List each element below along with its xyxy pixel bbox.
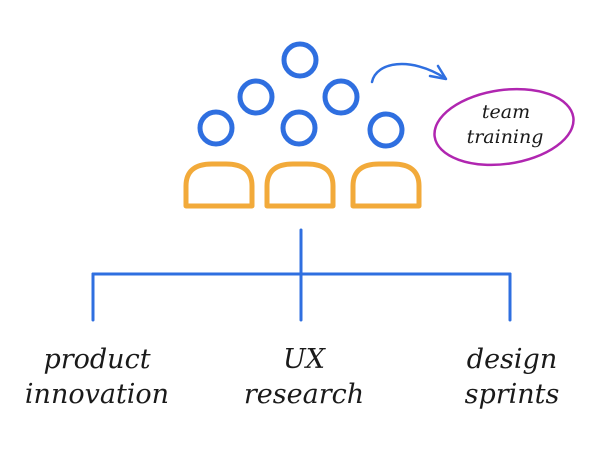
team-training-callout: team training	[433, 87, 575, 167]
callout-text-line2: training	[467, 126, 544, 148]
arrowhead-icon	[428, 64, 448, 81]
team-people-icon	[183, 41, 422, 209]
branch-label-product-innovation: product innovation	[25, 344, 169, 410]
callout-arrow	[370, 62, 448, 84]
body-left	[183, 161, 255, 209]
head-mid-left	[237, 78, 275, 116]
branch-label-line2: research	[244, 379, 364, 410]
head-front-left	[197, 109, 235, 147]
branch-label-line1: UX	[283, 344, 327, 375]
branch-label-ux-research: UX research	[244, 344, 364, 410]
branch-label-design-sprints: design sprints	[465, 344, 560, 410]
callout-text-line1: team	[482, 101, 530, 123]
body-right	[350, 161, 422, 209]
branch-label-line2: sprints	[465, 379, 560, 410]
head-mid-right	[322, 78, 360, 116]
branch-label-line2: innovation	[25, 379, 169, 410]
head-top	[281, 41, 319, 79]
tree-connector	[91, 228, 512, 322]
callout-ellipse	[433, 87, 575, 167]
branch-label-line1: design	[467, 344, 557, 375]
branch-label-line1: product	[43, 344, 150, 375]
head-front-center	[280, 109, 318, 147]
head-front-right	[367, 111, 405, 149]
body-center	[264, 161, 336, 209]
